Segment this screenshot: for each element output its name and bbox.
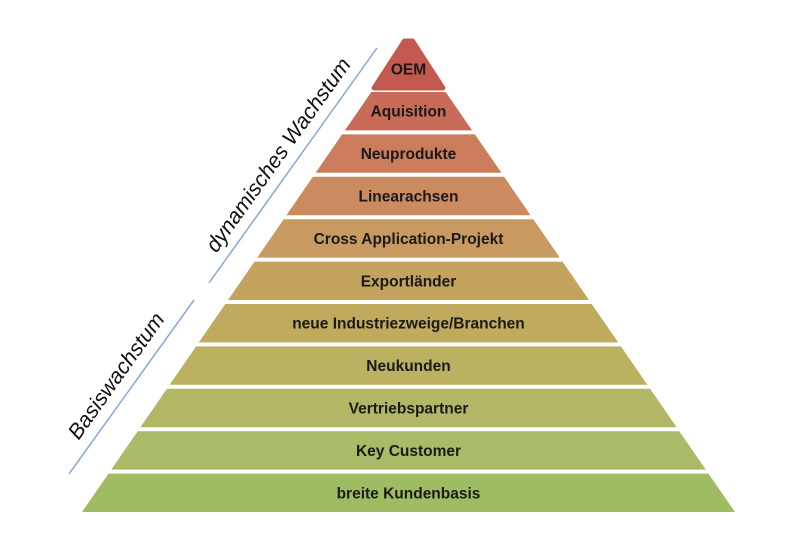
base-growth-bracket-line — [68, 299, 195, 475]
pyramid-level-2 — [344, 92, 473, 131]
pyramid-level-label-3: Neuprodukte — [361, 146, 457, 163]
pyramid-level-4 — [286, 176, 531, 216]
pyramid-level-label-9: Vertriebspartner — [349, 401, 469, 418]
pyramid-level-1 — [371, 38, 446, 91]
pyramid-level-label-5: Cross Application-Projekt — [314, 231, 504, 248]
pyramid-levels: OEM AquisitionNeuprodukteLinearachsenCros… — [82, 38, 735, 512]
pyramid-level-label-8: Neukunden — [366, 358, 450, 375]
pyramid-level-10 — [111, 431, 706, 470]
pyramid-level-label-7: neue Industriezweige/Branchen — [292, 316, 525, 333]
pyramid-level-8 — [169, 346, 648, 385]
pyramid-level-label-6: Exportländer — [361, 273, 457, 290]
pyramid-level-11 — [82, 473, 735, 512]
pyramid-level-label-11: breite Kundenbasis — [337, 485, 481, 502]
dynamic-growth-bracket-line — [208, 47, 378, 284]
pyramid-level-label-2: Aquisition — [371, 104, 447, 121]
pyramid-level-5 — [257, 219, 560, 258]
pyramid-level-label-1: OEM — [391, 62, 426, 79]
pyramid-level-label-10: Key Customer — [356, 443, 461, 460]
pyramid-level-3 — [315, 134, 502, 173]
pyramid-level-6 — [228, 261, 589, 300]
pyramid-level-9 — [140, 388, 677, 428]
pyramid-level-label-4: Linearachsen — [359, 189, 459, 206]
pyramid-level-7 — [198, 304, 619, 343]
